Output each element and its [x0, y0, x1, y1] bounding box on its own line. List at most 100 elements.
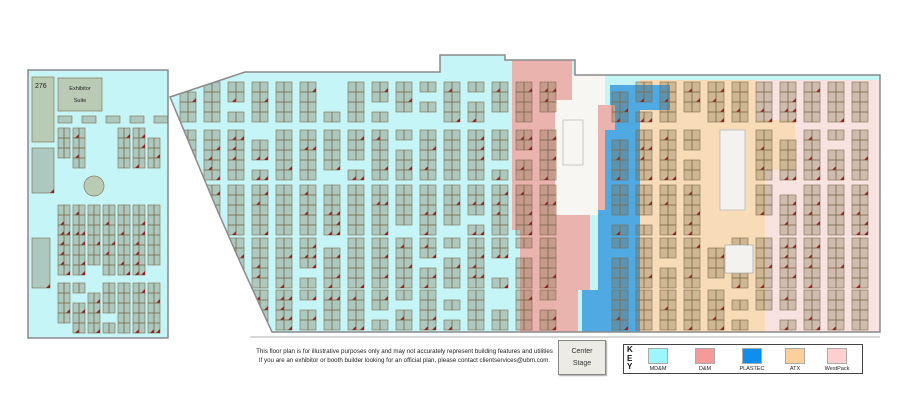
- booth[interactable]: [63, 244, 71, 256]
- booth[interactable]: [235, 289, 245, 301]
- booth[interactable]: [851, 319, 861, 331]
- booth[interactable]: [211, 247, 221, 259]
- booth[interactable]: [859, 169, 869, 181]
- booth[interactable]: [643, 247, 653, 259]
- booth[interactable]: [251, 101, 261, 113]
- booth[interactable]: [451, 277, 461, 289]
- booth[interactable]: [547, 257, 557, 269]
- booth[interactable]: [827, 289, 837, 301]
- booth[interactable]: [659, 184, 669, 196]
- booth[interactable]: [515, 237, 525, 249]
- booth[interactable]: [132, 282, 140, 294]
- booth[interactable]: [707, 319, 717, 331]
- booth[interactable]: [835, 129, 845, 141]
- booth[interactable]: [283, 111, 293, 123]
- booth[interactable]: [307, 224, 317, 236]
- booth[interactable]: [667, 184, 677, 196]
- booth[interactable]: [515, 194, 525, 206]
- booth[interactable]: [827, 149, 837, 161]
- booth[interactable]: [659, 277, 669, 289]
- booth[interactable]: [691, 257, 701, 269]
- booth[interactable]: [851, 267, 861, 279]
- booth[interactable]: [187, 159, 197, 171]
- booth[interactable]: [619, 204, 629, 216]
- booth[interactable]: [283, 101, 293, 113]
- booth[interactable]: [811, 299, 821, 311]
- booth[interactable]: [467, 129, 477, 141]
- booth[interactable]: [78, 322, 86, 334]
- booth[interactable]: [57, 302, 65, 314]
- booth[interactable]: [835, 309, 845, 321]
- booth[interactable]: [827, 184, 837, 196]
- booth[interactable]: [323, 299, 333, 311]
- booth[interactable]: [259, 204, 269, 216]
- booth[interactable]: [138, 157, 146, 169]
- booth[interactable]: [515, 309, 525, 321]
- booth[interactable]: [355, 299, 365, 311]
- booth[interactable]: [683, 247, 693, 259]
- booth[interactable]: [299, 309, 309, 321]
- booth[interactable]: [371, 149, 381, 161]
- booth[interactable]: [643, 204, 653, 216]
- booth[interactable]: [851, 129, 861, 141]
- booth[interactable]: [547, 184, 557, 196]
- booth[interactable]: [811, 149, 821, 161]
- booth[interactable]: [467, 159, 477, 171]
- booth[interactable]: [515, 204, 525, 216]
- booth[interactable]: [803, 101, 813, 113]
- booth[interactable]: [299, 169, 309, 181]
- booth[interactable]: [187, 214, 197, 226]
- booth[interactable]: [227, 277, 237, 289]
- booth[interactable]: [179, 309, 189, 321]
- booth[interactable]: [395, 129, 405, 141]
- booth[interactable]: [851, 237, 861, 249]
- booth[interactable]: [523, 184, 533, 196]
- booth[interactable]: [475, 319, 485, 331]
- booth[interactable]: [323, 129, 333, 141]
- booth[interactable]: [403, 267, 413, 279]
- booth[interactable]: [331, 194, 341, 206]
- booth[interactable]: [323, 184, 333, 196]
- booth[interactable]: [187, 237, 197, 249]
- booth[interactable]: [835, 299, 845, 311]
- booth[interactable]: [395, 257, 405, 269]
- booth[interactable]: [611, 257, 621, 269]
- booth[interactable]: [779, 149, 789, 161]
- booth[interactable]: [803, 159, 813, 171]
- booth[interactable]: [108, 204, 116, 216]
- booth[interactable]: [755, 247, 765, 259]
- booth[interactable]: [63, 214, 71, 226]
- booth[interactable]: [691, 169, 701, 181]
- booth[interactable]: [132, 214, 140, 226]
- booth[interactable]: [763, 184, 773, 196]
- booth[interactable]: [235, 214, 245, 226]
- booth[interactable]: [515, 267, 525, 279]
- booth[interactable]: [123, 302, 131, 314]
- booth[interactable]: [355, 81, 365, 93]
- booth[interactable]: [539, 224, 549, 236]
- booth[interactable]: [179, 224, 189, 236]
- booth[interactable]: [515, 169, 525, 181]
- booth[interactable]: [859, 139, 869, 151]
- booth[interactable]: [419, 247, 429, 259]
- booth[interactable]: [643, 309, 653, 321]
- booth[interactable]: [299, 149, 309, 161]
- booth[interactable]: [379, 139, 389, 151]
- booth[interactable]: [117, 322, 125, 334]
- booth[interactable]: [427, 149, 437, 161]
- booth[interactable]: [539, 139, 549, 151]
- booth[interactable]: [153, 312, 161, 324]
- booth[interactable]: [347, 257, 357, 269]
- booth[interactable]: [31, 147, 55, 194]
- booth[interactable]: [235, 309, 245, 321]
- booth[interactable]: [731, 111, 741, 123]
- booth[interactable]: [475, 257, 485, 269]
- booth[interactable]: [323, 319, 333, 331]
- booth[interactable]: [395, 101, 405, 113]
- booth[interactable]: [427, 129, 437, 141]
- booth[interactable]: [187, 204, 197, 216]
- booth[interactable]: [275, 247, 285, 259]
- booth[interactable]: [803, 267, 813, 279]
- booth[interactable]: [147, 312, 155, 324]
- booth[interactable]: [371, 139, 381, 151]
